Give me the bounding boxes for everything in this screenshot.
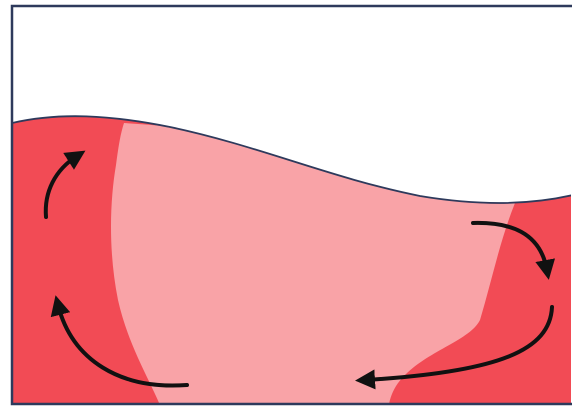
circulation-diagram [0,0,573,410]
